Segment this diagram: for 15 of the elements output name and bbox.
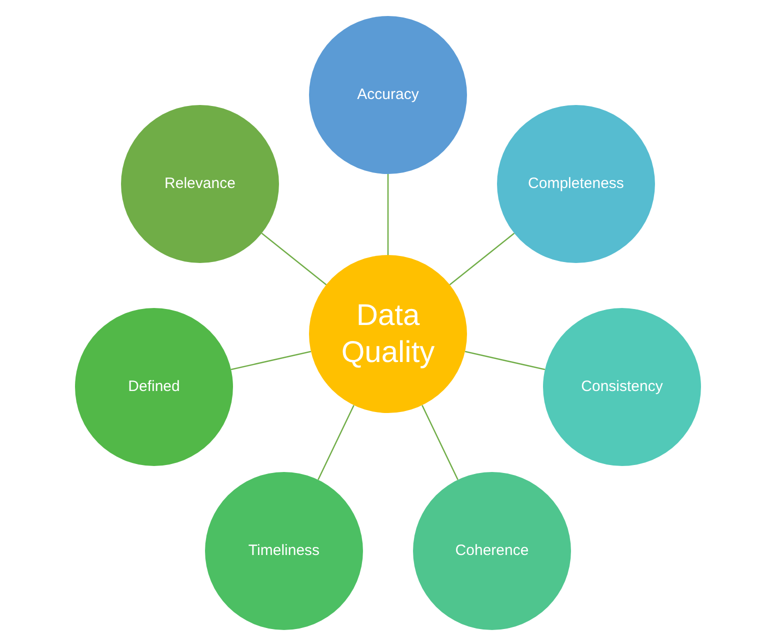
connector-line [422, 404, 458, 480]
connector-line [318, 404, 354, 480]
circle-label: Relevance [164, 174, 236, 194]
connector-line [261, 232, 327, 286]
circle-label: Data Quality [340, 298, 436, 371]
circle-label: Coherence [455, 542, 529, 560]
circle-label: Consistency [581, 378, 663, 396]
connector-line [464, 350, 546, 370]
circle-label: Accuracy [357, 86, 419, 104]
circle-label: Completeness [528, 174, 624, 194]
connector-line [449, 232, 515, 286]
circle-label: Defined [128, 378, 180, 396]
connector-line [230, 350, 312, 370]
connector-line [387, 174, 389, 255]
circle-label: Timeliness [248, 542, 320, 560]
